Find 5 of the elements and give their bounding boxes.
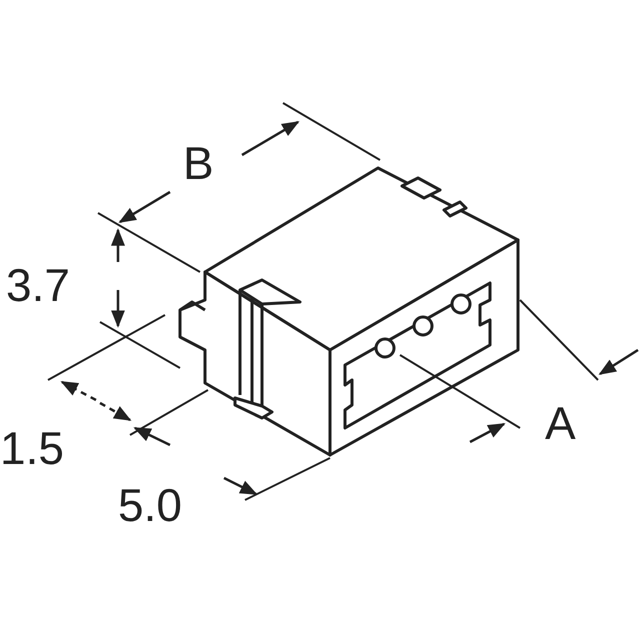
dimension-label: B	[183, 140, 214, 186]
dimension-label: A	[545, 400, 576, 446]
dimension-label: 1.5	[0, 425, 64, 471]
dimension-label: 3.7	[6, 262, 70, 308]
dimension-label: 5.0	[118, 482, 182, 528]
